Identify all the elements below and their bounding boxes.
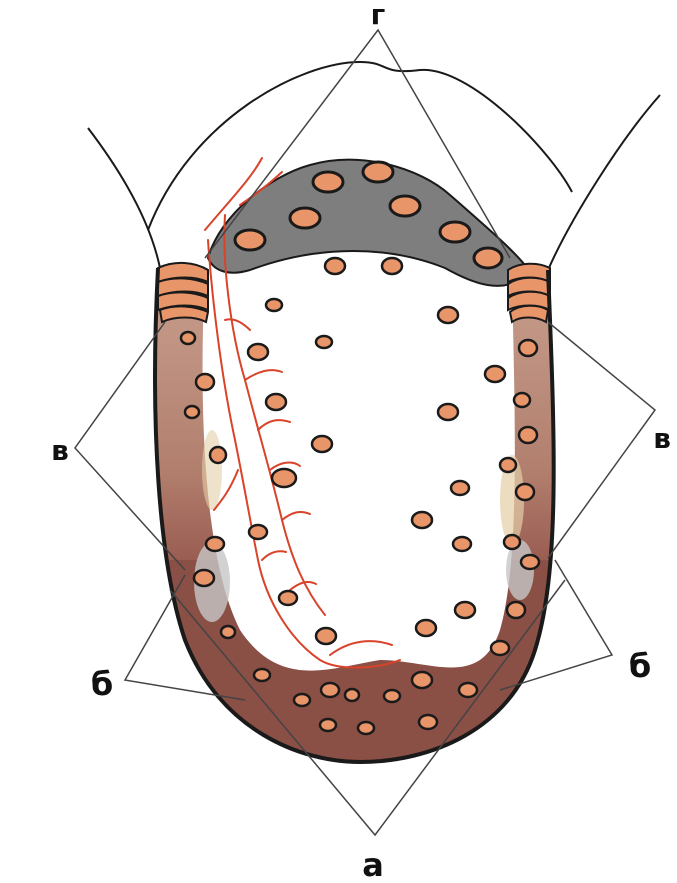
cell (254, 669, 270, 681)
cell (266, 394, 286, 410)
cell (294, 694, 310, 706)
cap-nucleus (290, 208, 320, 228)
cell (384, 690, 400, 702)
cell (312, 436, 332, 452)
outer-tissue-curve-right (548, 95, 660, 270)
cell (358, 722, 374, 734)
cell (185, 406, 199, 418)
cell (279, 591, 297, 605)
cell (500, 458, 516, 472)
cell (438, 404, 458, 420)
cell (412, 512, 432, 528)
cell (416, 620, 436, 636)
cell (316, 336, 332, 348)
cell (438, 307, 458, 323)
label-left-lower: б (91, 665, 113, 703)
cell (453, 537, 471, 551)
cell (516, 484, 534, 500)
leader-line-right-upper (548, 322, 655, 558)
cell (451, 481, 469, 495)
label-right-lower: б (629, 647, 651, 685)
cell (519, 340, 537, 356)
label-bottom: а (362, 846, 384, 883)
cap-nucleus (313, 172, 343, 192)
cell (325, 258, 345, 274)
cell (514, 393, 530, 407)
cell (345, 689, 359, 701)
outer-tissue-curve-left (88, 128, 160, 268)
label-top: г (371, 0, 386, 31)
cell (266, 299, 282, 311)
cell (248, 344, 268, 360)
cell (507, 602, 525, 618)
cell (519, 427, 537, 443)
label-right-upper: в (653, 422, 671, 455)
cell (504, 535, 520, 549)
cap-nucleus (235, 230, 265, 250)
cell (221, 626, 235, 638)
cell (455, 602, 475, 618)
cell (194, 570, 214, 586)
cell (321, 683, 339, 697)
pale-zone-left (202, 430, 222, 510)
striated-layer-left (158, 263, 208, 322)
cell (382, 258, 402, 274)
striated-layer-right (508, 264, 550, 322)
cell (419, 715, 437, 729)
cell (320, 719, 336, 731)
cell (249, 525, 267, 539)
cell (485, 366, 505, 382)
label-left-upper: в (51, 434, 69, 467)
cell (459, 683, 477, 697)
cap-nucleus (390, 196, 420, 216)
cell (206, 537, 224, 551)
cap-nucleus (440, 222, 470, 242)
cell (210, 447, 226, 463)
cap-nucleus (363, 162, 393, 182)
cell (196, 374, 214, 390)
cell (181, 332, 195, 344)
cell (272, 469, 296, 487)
cell (491, 641, 509, 655)
cell (521, 555, 539, 569)
cap-nucleus (474, 248, 502, 268)
cell (316, 628, 336, 644)
cell (412, 672, 432, 688)
